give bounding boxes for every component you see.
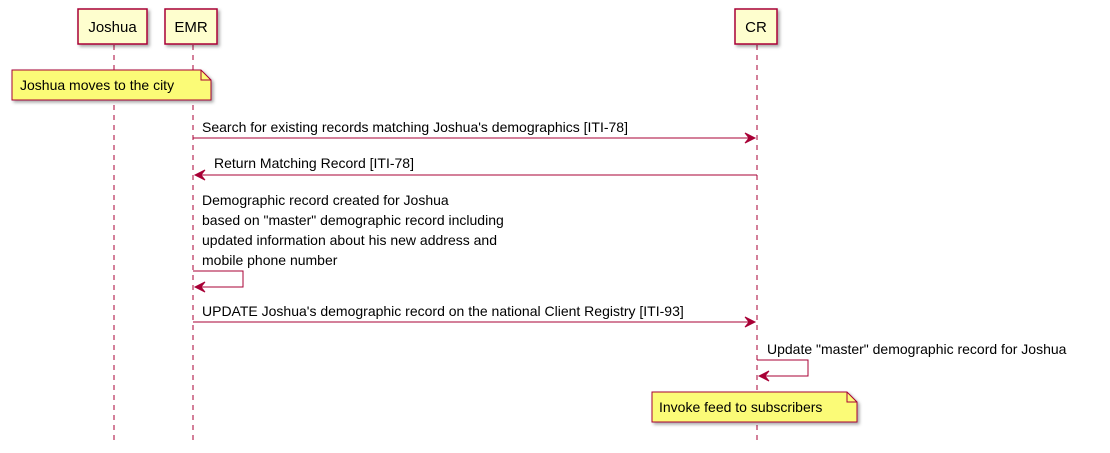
participant-emr: EMR: [164, 8, 218, 45]
message-return: Return Matching Record [ITI-78]: [193, 155, 757, 181]
participant-cr: CR: [734, 8, 778, 45]
message-update-label: UPDATE Joshua's demographic record on th…: [202, 303, 684, 319]
arrowhead-icon: [757, 370, 770, 382]
message-search-label: Search for existing records matching Jos…: [202, 119, 628, 135]
participant-joshua: Joshua: [77, 8, 148, 45]
note-joshua-moves: Joshua moves to the city: [11, 69, 212, 101]
message-master-update: Update "master" demographic record for J…: [757, 341, 1067, 382]
message-created-line-2: based on "master" demographic record inc…: [202, 212, 504, 228]
arrowhead-icon: [193, 281, 206, 293]
arrowhead-icon: [744, 132, 757, 144]
participant-cr-label: CR: [745, 19, 767, 36]
message-search: Search for existing records matching Jos…: [193, 119, 757, 144]
arrowhead-icon: [193, 169, 206, 181]
note-joshua-moves-text: Joshua moves to the city: [20, 77, 174, 93]
message-created-line-3: updated information about his new addres…: [202, 232, 497, 248]
note-invoke-feed: Invoke feed to subscribers: [651, 391, 858, 423]
arrowhead-icon: [744, 316, 757, 328]
message-created-line-4: mobile phone number: [202, 252, 338, 268]
message-record-created: Demographic record created for Joshua ba…: [193, 192, 504, 293]
message-return-label: Return Matching Record [ITI-78]: [214, 155, 414, 171]
note-invoke-feed-text: Invoke feed to subscribers: [659, 399, 822, 415]
message-created-line-1: Demographic record created for Joshua: [202, 192, 449, 208]
message-update: UPDATE Joshua's demographic record on th…: [193, 303, 757, 328]
participant-joshua-label: Joshua: [88, 19, 137, 36]
participant-emr-label: EMR: [174, 19, 208, 36]
message-master-update-label: Update "master" demographic record for J…: [767, 341, 1067, 357]
